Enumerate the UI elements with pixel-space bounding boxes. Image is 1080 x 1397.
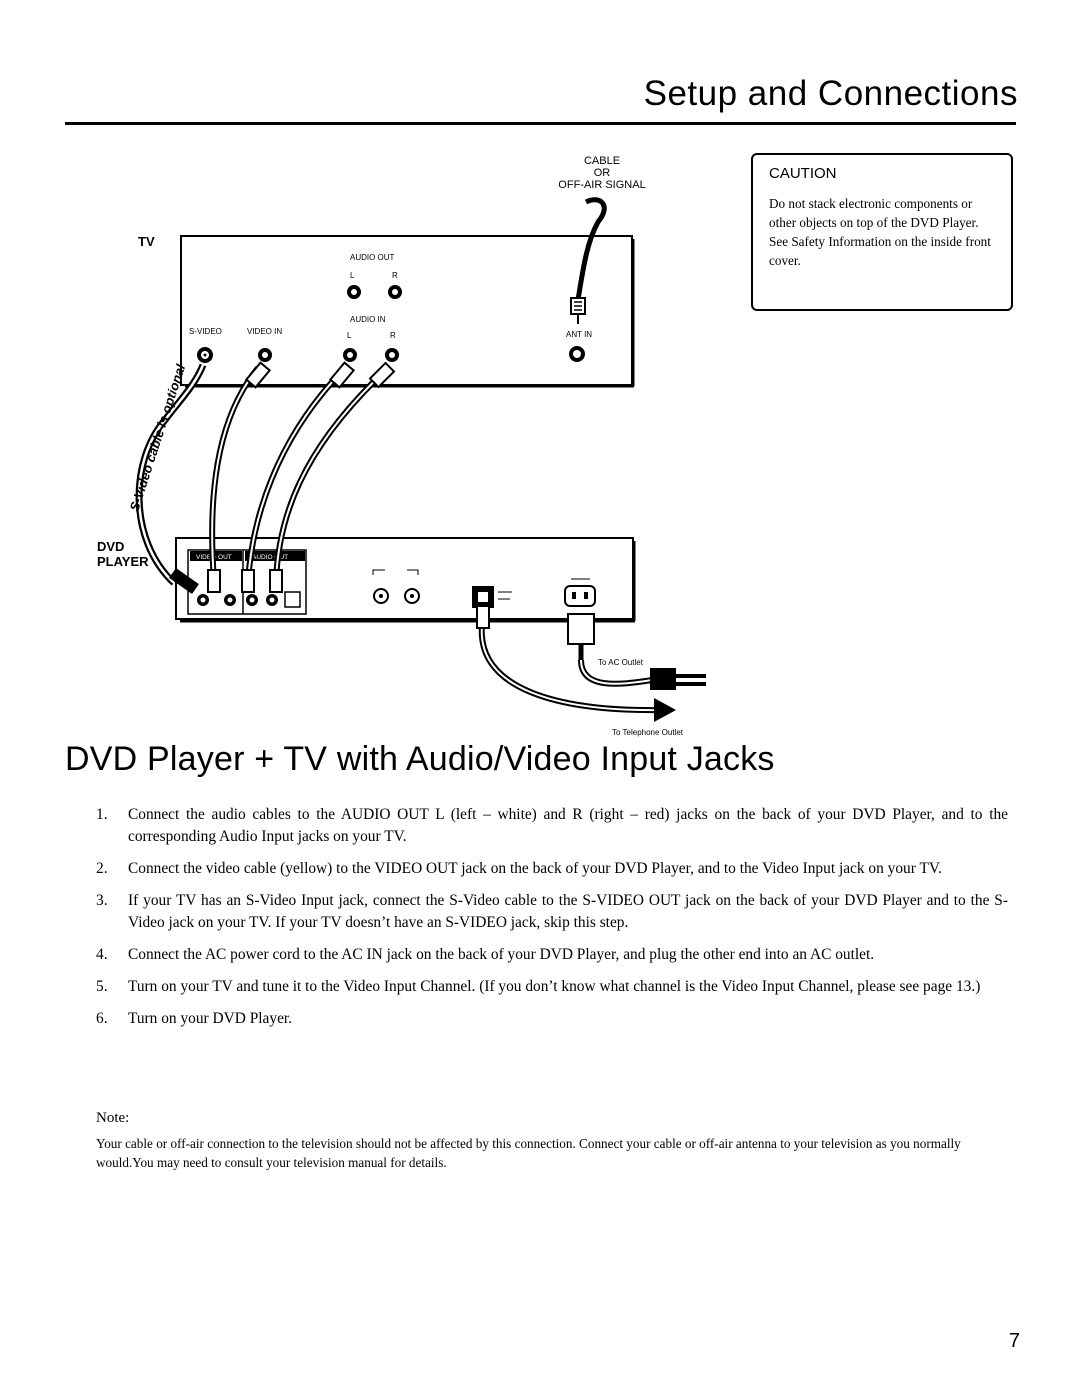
header-rule [65, 122, 1016, 125]
page-header-title: Setup and Connections [643, 74, 1018, 113]
tv-s-video-label: S-VIDEO [189, 327, 222, 336]
step-text: Turn on your DVD Player. [128, 1010, 293, 1027]
ac-plug [650, 668, 676, 690]
dvd-audio-out-label: AUDIO OUT [252, 554, 288, 561]
telephone-arrow-icon [654, 698, 676, 722]
tv-video-in-jack [258, 348, 272, 362]
step-item: 6. Turn on your DVD Player. [96, 1008, 1008, 1030]
step-number: 1. [96, 806, 108, 823]
tv-audio-out-r-jack [388, 285, 402, 299]
tv-audio-in-l-jack [343, 348, 357, 362]
tv-s-video-jack [197, 347, 213, 363]
tv-audio-out-label: AUDIO OUT [350, 253, 395, 262]
caution-text: Do not stack electronic components or ot… [769, 196, 991, 268]
note-text: Your cable or off-air connection to the … [96, 1136, 961, 1170]
signal-label-offair: OFF-AIR SIGNAL [558, 179, 645, 191]
caution-title: CAUTION [769, 165, 837, 182]
caution-box: CAUTION Do not stack electronic componen… [751, 153, 1013, 311]
tv-label: TV [138, 234, 155, 249]
step-number: 5. [96, 978, 108, 995]
tv-audio-in-r: R [390, 331, 396, 340]
step-item: 1. Connect the audio cables to the AUDIO … [96, 804, 1008, 848]
step-text: Connect the AC power cord to the AC IN j… [128, 946, 875, 963]
setup-steps-list: 1. Connect the audio cables to the AUDIO … [96, 804, 1008, 1040]
tv-audio-out-r: R [392, 271, 398, 280]
dvd-label-line2: PLAYER [97, 554, 149, 569]
tv-audio-in-r-jack [385, 348, 399, 362]
tv-video-in-label: VIDEO IN [247, 327, 282, 336]
step-item: 3. If your TV has an S-Video Input jack, … [96, 890, 1008, 934]
step-number: 3. [96, 892, 108, 909]
tv-ant-in-jack [569, 346, 585, 362]
step-text: Connect the video cable (yellow) to the … [128, 860, 942, 877]
step-item: 5. Turn on your TV and tune it to the Vid… [96, 976, 1008, 998]
antenna-cable [575, 197, 607, 301]
s-video-optional-note: S-Video cable is optional [127, 362, 189, 513]
tv-back-panel [180, 235, 633, 386]
step-item: 2. Connect the video cable (yellow) to th… [96, 858, 1008, 880]
signal-label-cable: CABLE [584, 155, 620, 167]
step-number: 2. [96, 860, 108, 877]
step-text: Turn on your TV and tune it to the Video… [128, 978, 981, 995]
section-title: DVD Player + TV with Audio/Video Input J… [65, 740, 775, 778]
note-label: Note: [96, 1110, 130, 1126]
telephone-outlet-label: To Telephone Outlet [612, 728, 684, 737]
page-number: 7 [1008, 1330, 1020, 1352]
tv-audio-out-l: L [350, 271, 355, 280]
tv-ant-in-label: ANT IN [566, 330, 592, 339]
tv-audio-out-l-jack [347, 285, 361, 299]
tv-audio-in-l: L [347, 331, 352, 340]
connection-diagram: CABLE OR OFF-AIR SIGNAL TV AUDIO OUT L R… [97, 155, 706, 737]
step-item: 4. Connect the AC power cord to the AC IN… [96, 944, 1008, 966]
ac-outlet-label: To AC Outlet [598, 658, 644, 667]
step-text: If your TV has an S-Video Input jack, co… [128, 892, 1008, 931]
tv-audio-in-label: AUDIO IN [350, 315, 386, 324]
signal-label-or: OR [594, 167, 611, 179]
step-text: Connect the audio cables to the AUDIO OU… [128, 806, 1008, 845]
step-number: 4. [96, 946, 108, 963]
dvd-label-line1: DVD [97, 539, 124, 554]
step-number: 6. [96, 1010, 108, 1027]
